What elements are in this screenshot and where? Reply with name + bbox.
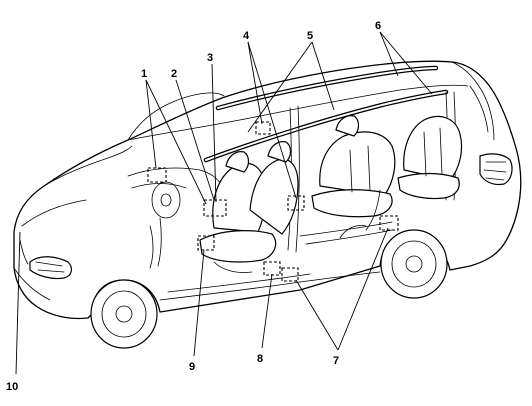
second-row-seats: [311, 115, 396, 218]
front-wheel: [90, 279, 158, 349]
front-seats: [199, 141, 299, 263]
callout-3: 3: [207, 52, 213, 64]
callout-5: 5: [307, 30, 313, 42]
callout-6: 6: [375, 20, 381, 32]
sensor-locations: [147, 121, 399, 282]
callout-1: 1: [141, 68, 147, 80]
leader-lines: [15, 31, 433, 375]
callout-8: 8: [257, 353, 263, 365]
callout-2: 2: [171, 68, 177, 80]
callout-7: 7: [333, 355, 339, 367]
callout-9: 9: [189, 361, 195, 373]
third-row-seats: [397, 115, 463, 200]
floor-details: [213, 189, 393, 273]
rear-wheel: [380, 229, 448, 299]
callout-4: 4: [243, 30, 250, 42]
callout-10: 10: [6, 381, 18, 393]
